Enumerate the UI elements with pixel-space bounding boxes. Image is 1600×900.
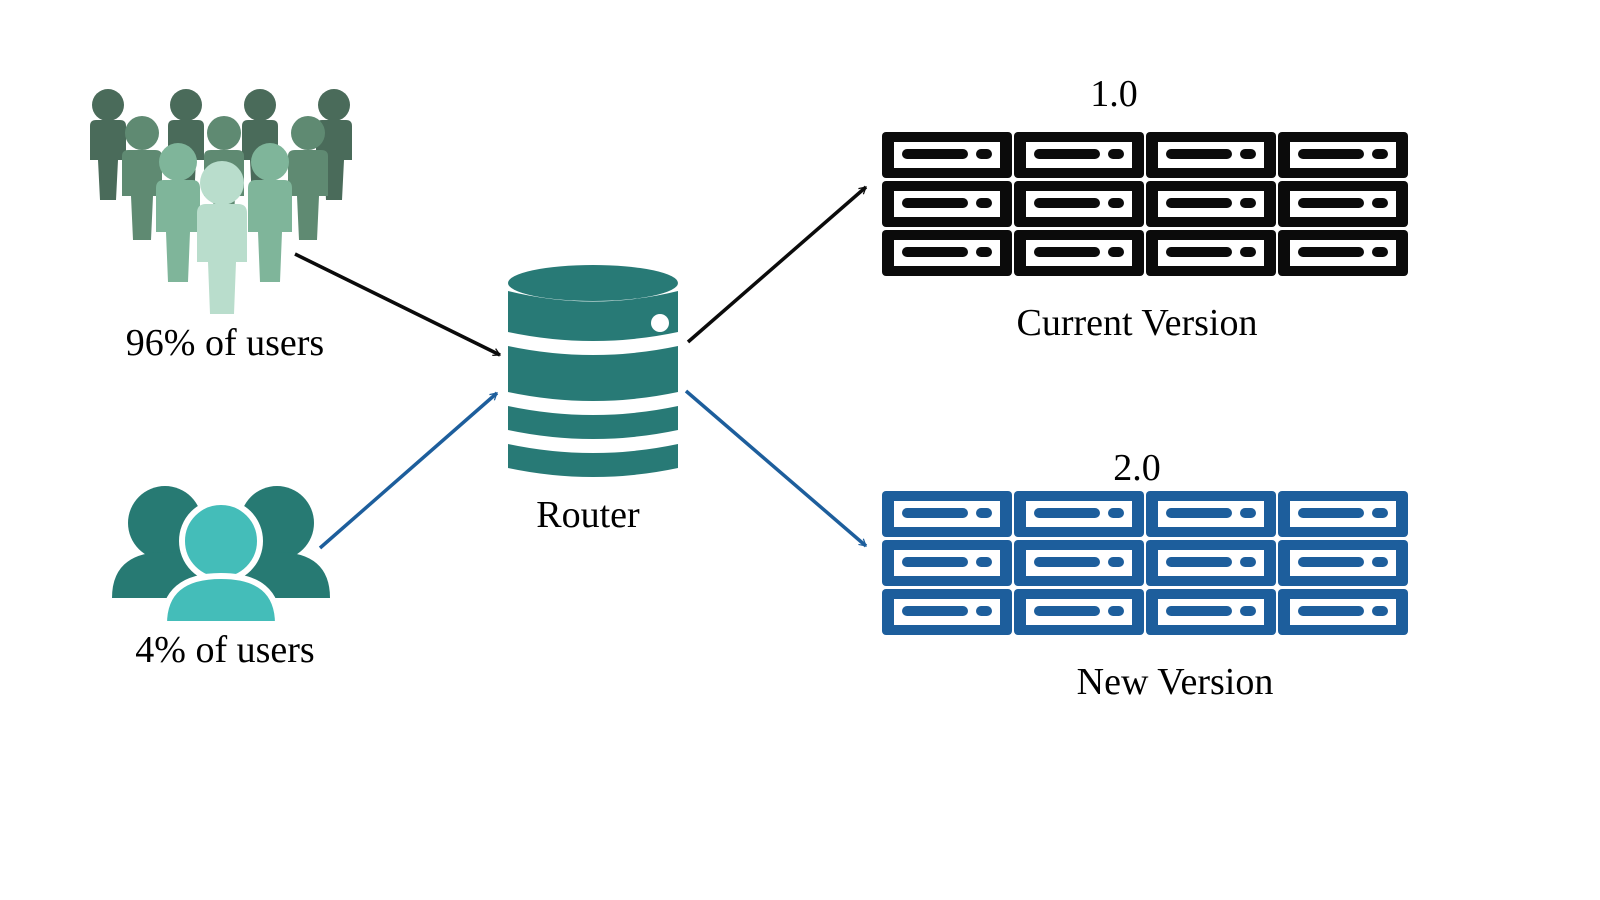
server-unit bbox=[882, 540, 1012, 586]
server-rack-icon bbox=[882, 491, 1408, 635]
server-unit bbox=[1278, 132, 1408, 178]
current-version-number: 1.0 bbox=[1090, 73, 1138, 115]
server-unit bbox=[1014, 491, 1144, 537]
server-unit bbox=[1014, 540, 1144, 586]
minority-users-label: 4% of users bbox=[135, 629, 314, 671]
server-unit bbox=[882, 589, 1012, 635]
server-unit bbox=[1146, 491, 1276, 537]
current-version-label: Current Version bbox=[1017, 302, 1258, 344]
server-unit bbox=[1014, 230, 1144, 276]
server-unit bbox=[882, 132, 1012, 178]
server-unit bbox=[1146, 132, 1276, 178]
database-router-icon bbox=[508, 265, 678, 477]
server-unit bbox=[1146, 230, 1276, 276]
server-unit bbox=[1278, 540, 1408, 586]
server-unit bbox=[1278, 589, 1408, 635]
server-unit bbox=[882, 491, 1012, 537]
arrow-router-to-new bbox=[684, 389, 868, 548]
server-unit bbox=[1278, 181, 1408, 227]
server-unit bbox=[1146, 589, 1276, 635]
majority-users-label: 96% of users bbox=[126, 322, 324, 364]
server-unit bbox=[1146, 181, 1276, 227]
server-unit bbox=[882, 181, 1012, 227]
arrow-minority-to-router bbox=[318, 391, 499, 550]
router-label: Router bbox=[536, 494, 640, 536]
arrow-router-to-current bbox=[686, 185, 868, 344]
crowd-icon bbox=[90, 89, 352, 314]
arrow-majority-to-router bbox=[294, 252, 502, 357]
server-unit bbox=[882, 230, 1012, 276]
new-version-number: 2.0 bbox=[1113, 447, 1161, 489]
new-version-label: New Version bbox=[1077, 661, 1274, 703]
small-group-icon bbox=[112, 486, 330, 627]
server-unit bbox=[1278, 230, 1408, 276]
server-rack-icon bbox=[882, 132, 1408, 276]
server-unit bbox=[1146, 540, 1276, 586]
server-unit bbox=[1014, 589, 1144, 635]
server-unit bbox=[1014, 181, 1144, 227]
server-unit bbox=[1278, 491, 1408, 537]
server-unit bbox=[1014, 132, 1144, 178]
